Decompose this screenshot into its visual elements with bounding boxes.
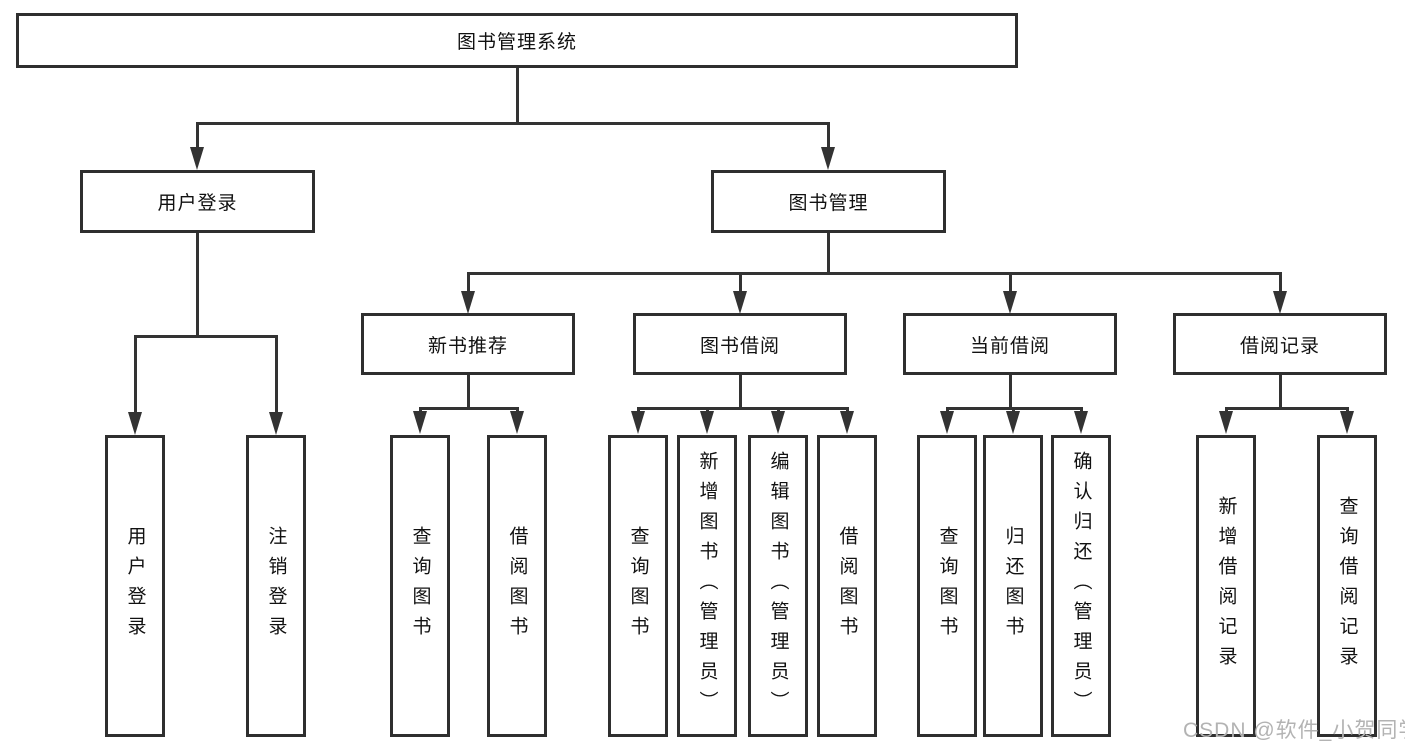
arrow-down-icon [631, 411, 645, 434]
leaf-label: 查询图书 [936, 526, 958, 646]
connector-line [467, 272, 1282, 275]
arrow-down-icon [733, 291, 747, 314]
leaf-label: 查询图书 [627, 526, 649, 646]
arrow-down-icon [771, 411, 785, 434]
connector-line [196, 233, 199, 338]
connector-line [134, 335, 278, 338]
connector-line [134, 335, 137, 414]
arrow-down-icon [510, 411, 524, 434]
leaf-label: 借阅图书 [506, 526, 528, 646]
leaf-label: 编辑图书（管理员） [767, 451, 789, 721]
arrow-down-icon [128, 412, 142, 435]
connector-line [196, 122, 199, 149]
leaf-label: 注销登录 [265, 526, 287, 646]
connector-line [467, 375, 470, 409]
node-user-login-label: 用户登录 [157, 193, 238, 214]
arrow-down-icon [269, 412, 283, 435]
leaf-label: 新增图书（管理员） [696, 451, 718, 721]
leaf-return-books: 归还图书 [983, 435, 1043, 737]
leaf-query-books-recommend: 查询图书 [390, 435, 450, 737]
leaf-label: 新增借阅记录 [1215, 496, 1237, 676]
node-borrowing-records: 借阅记录 [1173, 313, 1387, 375]
leaf-logout: 注销登录 [246, 435, 306, 737]
arrow-down-icon [840, 411, 854, 434]
connector-line [1225, 407, 1349, 410]
leaf-query-borrow-record: 查询借阅记录 [1317, 435, 1377, 737]
node-new-book-recommend-label: 新书推荐 [427, 335, 508, 357]
connector-line [419, 407, 519, 410]
arrow-down-icon [1003, 291, 1017, 314]
leaf-label: 归还图书 [1002, 526, 1024, 646]
arrow-down-icon [821, 147, 835, 170]
node-book-borrowing: 图书借阅 [633, 313, 847, 375]
leaf-label: 确认归还（管理员） [1070, 451, 1092, 721]
leaf-confirm-return-admin: 确认归还（管理员） [1051, 435, 1111, 737]
leaf-add-borrow-record: 新增借阅记录 [1196, 435, 1256, 737]
connector-line [637, 407, 849, 410]
arrow-down-icon [700, 411, 714, 434]
arrow-down-icon [940, 411, 954, 434]
leaf-label: 用户登录 [124, 526, 146, 646]
connector-line [739, 272, 742, 293]
leaf-borrow-books: 借阅图书 [817, 435, 877, 737]
leaf-label: 借阅图书 [836, 526, 858, 646]
arrow-down-icon [1074, 411, 1088, 434]
arrow-down-icon [1340, 411, 1354, 434]
arrow-down-icon [190, 147, 204, 170]
connector-line [827, 233, 830, 274]
arrow-down-icon [1219, 411, 1233, 434]
node-user-login: 用户登录 [80, 170, 315, 233]
arrow-down-icon [1006, 411, 1020, 434]
node-new-book-recommend: 新书推荐 [361, 313, 575, 375]
arrow-down-icon [1273, 291, 1287, 314]
node-current-borrowing-label: 当前借阅 [969, 335, 1050, 357]
node-root-label: 图书管理系统 [456, 32, 577, 53]
leaf-borrow-books-recommend: 借阅图书 [487, 435, 547, 737]
node-book-borrowing-label: 图书借阅 [699, 335, 780, 357]
connector-line [1009, 375, 1012, 409]
connector-line [1279, 375, 1282, 409]
arrow-down-icon [461, 291, 475, 314]
connector-line [516, 68, 519, 125]
connector-line [1009, 272, 1012, 293]
arrow-down-icon [413, 411, 427, 434]
leaf-edit-books-admin: 编辑图书（管理员） [748, 435, 808, 737]
connector-line [827, 122, 830, 149]
leaf-add-books-admin: 新增图书（管理员） [677, 435, 737, 737]
connector-line [196, 122, 830, 125]
leaf-label: 查询借阅记录 [1336, 496, 1358, 676]
connector-line [739, 375, 742, 409]
node-borrowing-records-label: 借阅记录 [1239, 335, 1320, 357]
node-book-management-label: 图书管理 [788, 193, 869, 214]
node-root: 图书管理系统 [16, 13, 1018, 68]
leaf-query-books-borrowing: 查询图书 [608, 435, 668, 737]
leaf-label: 查询图书 [409, 526, 431, 646]
connector-line [467, 272, 470, 293]
connector-line [1279, 272, 1282, 293]
connector-line [275, 335, 278, 414]
leaf-user-login: 用户登录 [105, 435, 165, 737]
csdn-watermark: CSDN @软件_小贺同学 [1183, 719, 1405, 742]
leaf-query-books-current: 查询图书 [917, 435, 977, 737]
node-current-borrowing: 当前借阅 [903, 313, 1117, 375]
node-book-management: 图书管理 [711, 170, 946, 233]
